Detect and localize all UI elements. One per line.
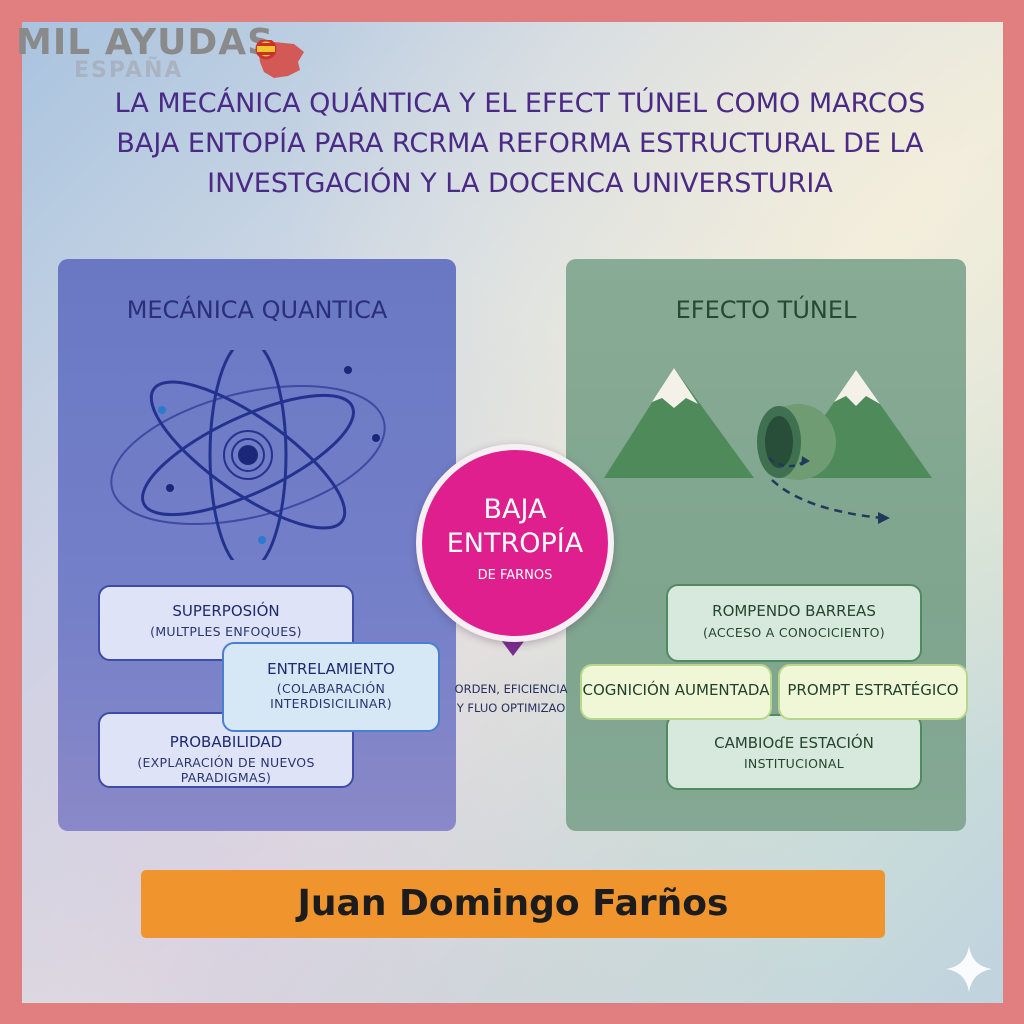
logo-text: MIL AYUDAS xyxy=(16,22,275,63)
mountain-tunnel-icon xyxy=(604,368,932,524)
institutional-change-box: CAMBIOɗE ESTACIÓN INSTITUCIONAL xyxy=(666,714,922,790)
augmented-cognition-box: COGNICIÓN AUMENTADA xyxy=(580,664,772,720)
author-banner: Juan Domingo Farños xyxy=(141,870,885,938)
box-subtext: (EXPLARACIÓN DE NUEVOS PARADIGMAS) xyxy=(137,755,315,785)
center-line-1: BAJA xyxy=(483,494,547,525)
quantum-panel-title: MECÁNICA QUANTICA xyxy=(126,296,388,324)
box-heading: PROMPT ESTRATÉGICO xyxy=(787,681,959,699)
title-line: BAJA ENTOPÍA PARA RCRMA REFORMA ESTRUCTU… xyxy=(116,128,924,159)
atom-icon xyxy=(110,350,386,560)
low-entropy-circle: BAJA ENTROPÍA DE FARNOS xyxy=(416,444,614,642)
box-heading: ROMPENDO BARREAS xyxy=(712,602,876,620)
entanglement-box: ENTRELAMIENTO (COLABARACIÓN INTERDISICIL… xyxy=(222,642,440,732)
strategic-prompt-box: PROMPT ESTRATÉGICO xyxy=(778,664,968,720)
box-subtext: INTERDISICILINAR) xyxy=(270,696,392,711)
center-note-line: Y FLUO OPTIMIZAO xyxy=(456,701,566,715)
sparkle-icon xyxy=(946,946,992,992)
box-heading: CAMBIOɗE ESTACIÓN xyxy=(714,734,874,752)
center-note-line: ORDEN, EFICIENCIA xyxy=(454,682,568,696)
box-heading: SUPERPOSIÓN xyxy=(172,602,280,620)
center-line-3: DE FARNOS xyxy=(477,568,553,583)
center-note: ORDEN, EFICIENCIA Y FLUO OPTIMIZAO xyxy=(452,680,570,718)
box-heading: COGNICIÓN AUMENTADA xyxy=(582,681,770,699)
box-subtext: INSTITUCIONAL xyxy=(743,756,845,771)
box-heading: PROBABILIDAD xyxy=(169,733,283,751)
breaking-barriers-box: ROMPENDO BARREAS (ACCESO A CONOCICIENTO) xyxy=(666,584,922,662)
title-line: LA MECÁNICA QUÁNTICA Y EL EFECT TÚNEL CO… xyxy=(114,88,926,119)
center-line-2: ENTROPÍA xyxy=(446,528,584,559)
logo-subtext: ESPAÑA xyxy=(74,58,184,83)
logo: MIL AYUDAS ESPAÑA xyxy=(16,22,306,84)
box-subtext: (ACCESO A CONOCICIENTO) xyxy=(703,625,885,640)
tunnel-panel-title: EFECTO TÚNEL xyxy=(675,296,857,324)
main-title: LA MECÁNICA QUÁNTICA Y EL EFECT TÚNEL CO… xyxy=(70,84,970,204)
title-line: INVESTGACIÓN Y LA DOCENCA UNIVERSTURIA xyxy=(207,168,833,199)
box-heading: ENTRELAMIENTO xyxy=(267,660,395,678)
spain-map-icon xyxy=(255,40,304,78)
box-subtext: (COLABARACIÓN xyxy=(276,681,386,696)
box-subtext: (MULTPLES ENFOQUES) xyxy=(150,624,302,639)
